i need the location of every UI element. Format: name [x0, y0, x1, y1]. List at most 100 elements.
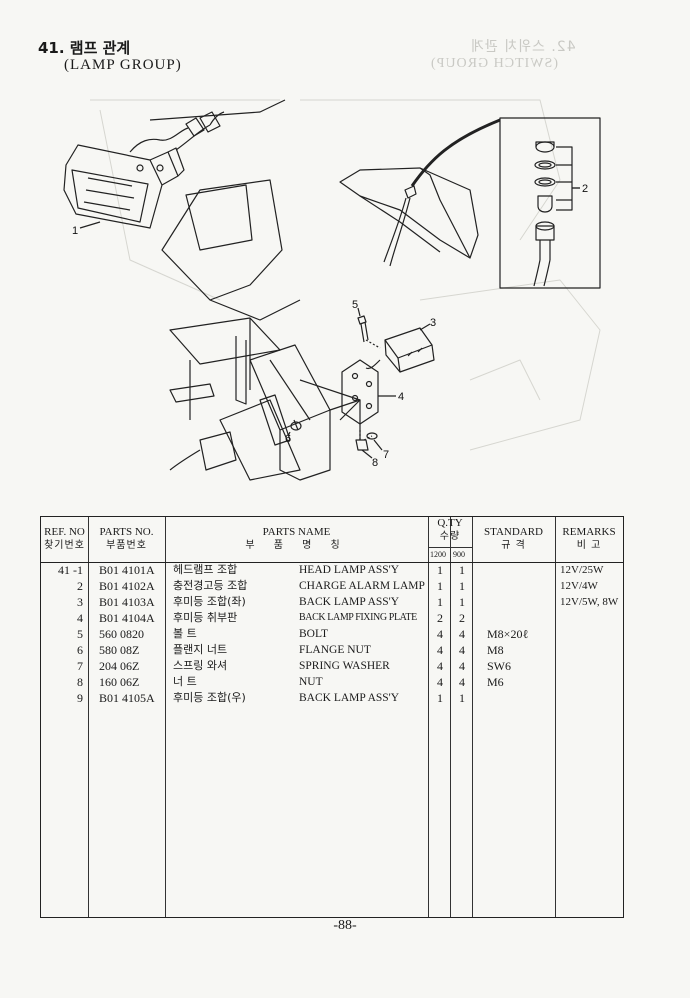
section-title-korean: 41. 램프 관계 [38, 39, 131, 57]
qty-1200-cell: 1 [437, 579, 443, 593]
charge-lamp-inset [499, 117, 601, 289]
name-en-cell: BOLT [299, 628, 328, 640]
tractor-hood-drawing [149, 99, 301, 321]
callout-4: 4 [398, 391, 404, 403]
back-lamp-drawing [365, 327, 435, 373]
part-no-cell: 580 08Z [99, 643, 140, 657]
part-no-cell: B01 4103A [99, 595, 155, 609]
name-ko-cell: 헤드램프 조합 [173, 563, 238, 576]
qty-1200-cell: 4 [437, 675, 443, 689]
qty-1200-cell: 4 [437, 643, 443, 657]
frame-bracket-drawing [169, 317, 361, 481]
part-no-cell: B01 4101A [99, 563, 155, 577]
callout-6: 6 [285, 433, 291, 445]
name-en-cell: NUT [299, 676, 323, 688]
name-en-cell: CHARGE ALARM LAMP [299, 580, 425, 592]
qty-1200-cell: 1 [437, 595, 443, 609]
qty-900-cell: 4 [459, 659, 465, 673]
ref-no-cell: 41 -1 [58, 563, 83, 577]
name-en-cell: SPRING WASHER [299, 660, 390, 672]
header-ref-no: REF. NO 찾기번호 [44, 526, 85, 551]
ref-no-cell: 2 [77, 579, 83, 593]
section-title-english: (LAMP GROUP) [64, 57, 182, 73]
header-standard: STANDARD 규 격 [483, 526, 543, 551]
qty-900-cell: 4 [459, 643, 465, 657]
ref-no-cell: 6 [77, 643, 83, 657]
standard-cell: SW6 [487, 659, 511, 673]
qty-900-cell: 2 [459, 611, 465, 625]
name-ko-cell: 후미등 조합(좌) [173, 595, 246, 608]
qty-1200-cell: 4 [437, 627, 443, 641]
part-no-cell: 560 0820 [99, 627, 144, 641]
page-number: -88- [333, 918, 357, 933]
remarks-cell: 12V/4W [560, 580, 598, 592]
part-no-cell: 204 06Z [99, 659, 140, 673]
qty-1200-cell: 1 [437, 691, 443, 705]
remarks-cell: 12V/25W [560, 564, 604, 576]
callout-8: 8 [372, 457, 378, 469]
header-parts-name: PARTS NAME 부 품 명 칭 [245, 526, 348, 551]
qty-900-cell: 1 [459, 595, 465, 609]
ref-no-cell: 8 [77, 675, 83, 689]
name-ko-cell: 너 트 [173, 675, 197, 688]
header-qty: Q.TY 수량 [437, 517, 463, 542]
qty-900-cell: 4 [459, 675, 465, 689]
header-parts-no: PARTS NO. 부품번호 [99, 526, 154, 551]
table-row: 2 B01 4102A 충전경고등 조합 CHARGE ALARM LAMP 1 1 12V… [41, 578, 623, 594]
qty-1200-cell: 2 [437, 611, 443, 625]
bolt-drawing [357, 315, 381, 349]
table-row: 3 B01 4103A 후미등 조합(좌) BACK LAMP ASS'Y 1 1 12V/… [41, 594, 623, 610]
qty-900-cell: 1 [459, 579, 465, 593]
standard-cell: M8 [487, 643, 504, 657]
table-row: 41 -1 B01 4101A 헤드램프 조합 HEAD LAMP ASS'Y 1 1 12… [41, 562, 623, 578]
table-row: 6 580 08Z 플랜지 너트 FLANGE NUT 4 4 M8 [41, 642, 623, 658]
name-en-cell: FLANGE NUT [299, 644, 371, 656]
part-no-cell: B01 4104A [99, 611, 155, 625]
callout-2: 2 [582, 183, 588, 195]
part-no-cell: B01 4105A [99, 691, 155, 705]
callout-5: 5 [352, 299, 358, 311]
header-remarks: REMARKS 비 고 [562, 526, 616, 551]
washer-nut-drawing [355, 430, 378, 451]
name-ko-cell: 볼 트 [173, 627, 197, 640]
ref-no-cell: 9 [77, 691, 83, 705]
parts-table: REF. NO 찾기번호 PARTS NO. 부품번호 PARTS NAME 부… [40, 516, 624, 918]
name-ko-cell: 스프링 와셔 [173, 659, 228, 672]
qty-900-cell: 4 [459, 627, 465, 641]
head-lamp-drawing [63, 111, 225, 229]
callout-3: 3 [430, 317, 436, 329]
name-en-cell: HEAD LAMP ASS'Y [299, 564, 400, 576]
flange-nut-drawing [290, 419, 302, 431]
standard-cell: M8×20ℓ [487, 627, 529, 641]
table-row: 5 560 0820 볼 트 BOLT 4 4 M8×20ℓ [41, 626, 623, 642]
name-en-cell: BACK LAMP ASS'Y [299, 596, 400, 608]
fixing-plate-drawing [341, 359, 379, 425]
ref-no-cell: 4 [77, 611, 83, 625]
name-en-cell: BACK LAMP ASS'Y [299, 692, 400, 704]
ref-no-cell: 5 [77, 627, 83, 641]
name-ko-cell: 후미등 취부판 [173, 611, 238, 624]
part-no-cell: 160 06Z [99, 675, 140, 689]
ref-no-cell: 3 [77, 595, 83, 609]
ref-no-cell: 7 [77, 659, 83, 673]
table-row: 4 B01 4104A 후미등 취부판 BACK LAMP FIXING PLATE 2… [41, 610, 623, 626]
part-no-cell: B01 4102A [99, 579, 155, 593]
qty-subheader: 1200 900 [428, 547, 472, 563]
table-row: 7 204 06Z 스프링 와셔 SPRING WASHER 4 4 SW6 [41, 658, 623, 674]
standard-cell: M6 [487, 675, 504, 689]
qty-1200-cell: 1 [437, 563, 443, 577]
name-en-cell: BACK LAMP FIXING PLATE [299, 612, 417, 623]
qty-1200-cell: 4 [437, 659, 443, 673]
table-row: 8 160 06Z 너 트 NUT 4 4 M6 [41, 674, 623, 690]
exploded-view-diagram: 1 2 3 4 5 6 7 8 [63, 99, 601, 481]
qty-900-cell: 1 [459, 563, 465, 577]
name-ko-cell: 플랜지 너트 [173, 643, 228, 656]
remarks-cell: 12V/5W, 8W [560, 596, 619, 608]
fender-drawing [339, 118, 501, 267]
name-ko-cell: 충전경고등 조합 [173, 579, 248, 592]
callout-7: 7 [383, 449, 389, 461]
name-ko-cell: 후미등 조합(우) [173, 691, 246, 704]
callout-1: 1 [72, 225, 78, 237]
